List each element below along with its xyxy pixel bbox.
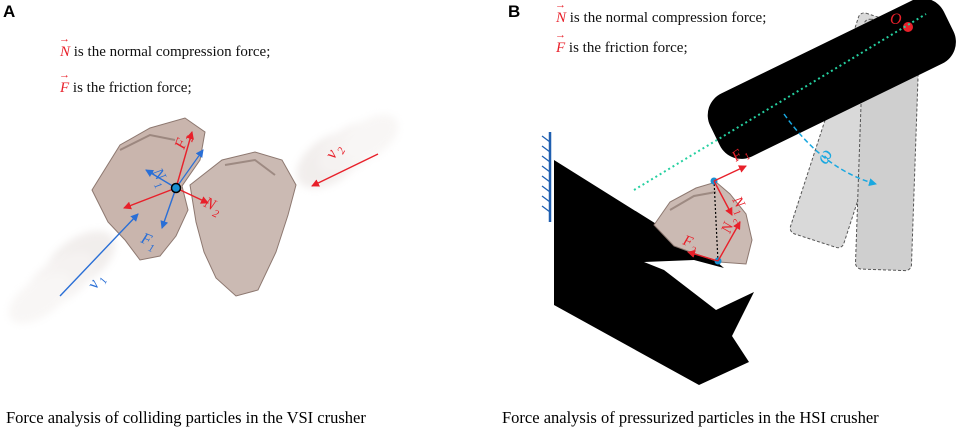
force-F1-arrow <box>160 187 177 229</box>
force-F2-arrow <box>175 131 194 189</box>
panel-b: B N is the normal compression force; F i… <box>484 0 969 437</box>
vsi-collision-diagram: F2 N1 N2 F1 v1 v2 <box>8 114 399 324</box>
panel-a: A N is the normal compression force; F i… <box>0 0 484 437</box>
wall-hatching <box>541 135 551 213</box>
svg-text:2: 2 <box>184 134 197 144</box>
svg-text:1: 1 <box>97 275 110 286</box>
normal-force-description: is the normal compression force; <box>70 44 271 60</box>
particle-1-motion-trail <box>8 230 116 324</box>
rotor-center-point <box>903 22 913 32</box>
particle-2-motion-trail <box>296 114 399 189</box>
svg-text:1: 1 <box>146 242 156 255</box>
force-F2-arrow <box>687 250 719 262</box>
panel-a-legend-normal: N is the normal compression force; <box>60 44 270 61</box>
panel-b-legend-normal: N is the normal compression force; <box>556 10 766 27</box>
force-N1-arrow <box>713 180 733 216</box>
normal-force-description: is the normal compression force; <box>566 10 767 26</box>
rotation-arc <box>783 113 877 187</box>
svg-text:1: 1 <box>731 208 743 218</box>
normal-force-symbol: N <box>60 44 70 60</box>
hammer-centerline <box>633 13 927 191</box>
contact-point <box>170 182 182 194</box>
velocity-v1-arrow <box>59 213 139 297</box>
force-N2-arrow <box>717 221 741 262</box>
hammer-arm <box>707 0 956 159</box>
svg-text:1: 1 <box>742 151 752 163</box>
svg-text:2: 2 <box>731 218 743 226</box>
force-red-opposite-arrow <box>123 187 177 210</box>
particle-2-stone <box>189 151 297 297</box>
svg-text:1: 1 <box>151 180 164 191</box>
friction-force-description: is the friction force; <box>69 80 192 96</box>
label-N2: N2 <box>718 218 743 236</box>
particle-1-stone <box>91 117 206 261</box>
hsi-crusher-diagram: O ω F1 N1 N2 F2 <box>541 0 956 385</box>
panel-b-legend-friction: F is the friction force; <box>556 40 688 57</box>
label-F2: F2 <box>680 232 697 257</box>
svg-text:2: 2 <box>689 245 697 257</box>
panel-b-letter: B <box>508 2 521 21</box>
friction-force-symbol: F <box>60 80 69 96</box>
panel-b-caption: Force analysis of pressurized particles … <box>502 408 879 427</box>
friction-force-symbol: F <box>556 40 565 56</box>
force-N2-arrow <box>175 187 209 204</box>
force-F1-arrow <box>713 165 747 182</box>
crusher-liner-plate <box>554 160 754 385</box>
normal-force-symbol: N <box>556 10 566 26</box>
panel-a-caption: Force analysis of colliding particles in… <box>6 408 366 427</box>
friction-force-description: is the friction force; <box>565 40 688 56</box>
velocity-v2-arrow <box>311 153 379 187</box>
panel-a-legend-friction: F is the friction force; <box>60 80 192 97</box>
svg-text:2: 2 <box>210 207 221 220</box>
panel-a-letter: A <box>3 2 16 21</box>
force-N1-arrow <box>145 169 177 189</box>
label-F2: F2 <box>171 134 197 153</box>
svg-text:2: 2 <box>335 145 348 156</box>
label-O: O <box>890 11 902 28</box>
